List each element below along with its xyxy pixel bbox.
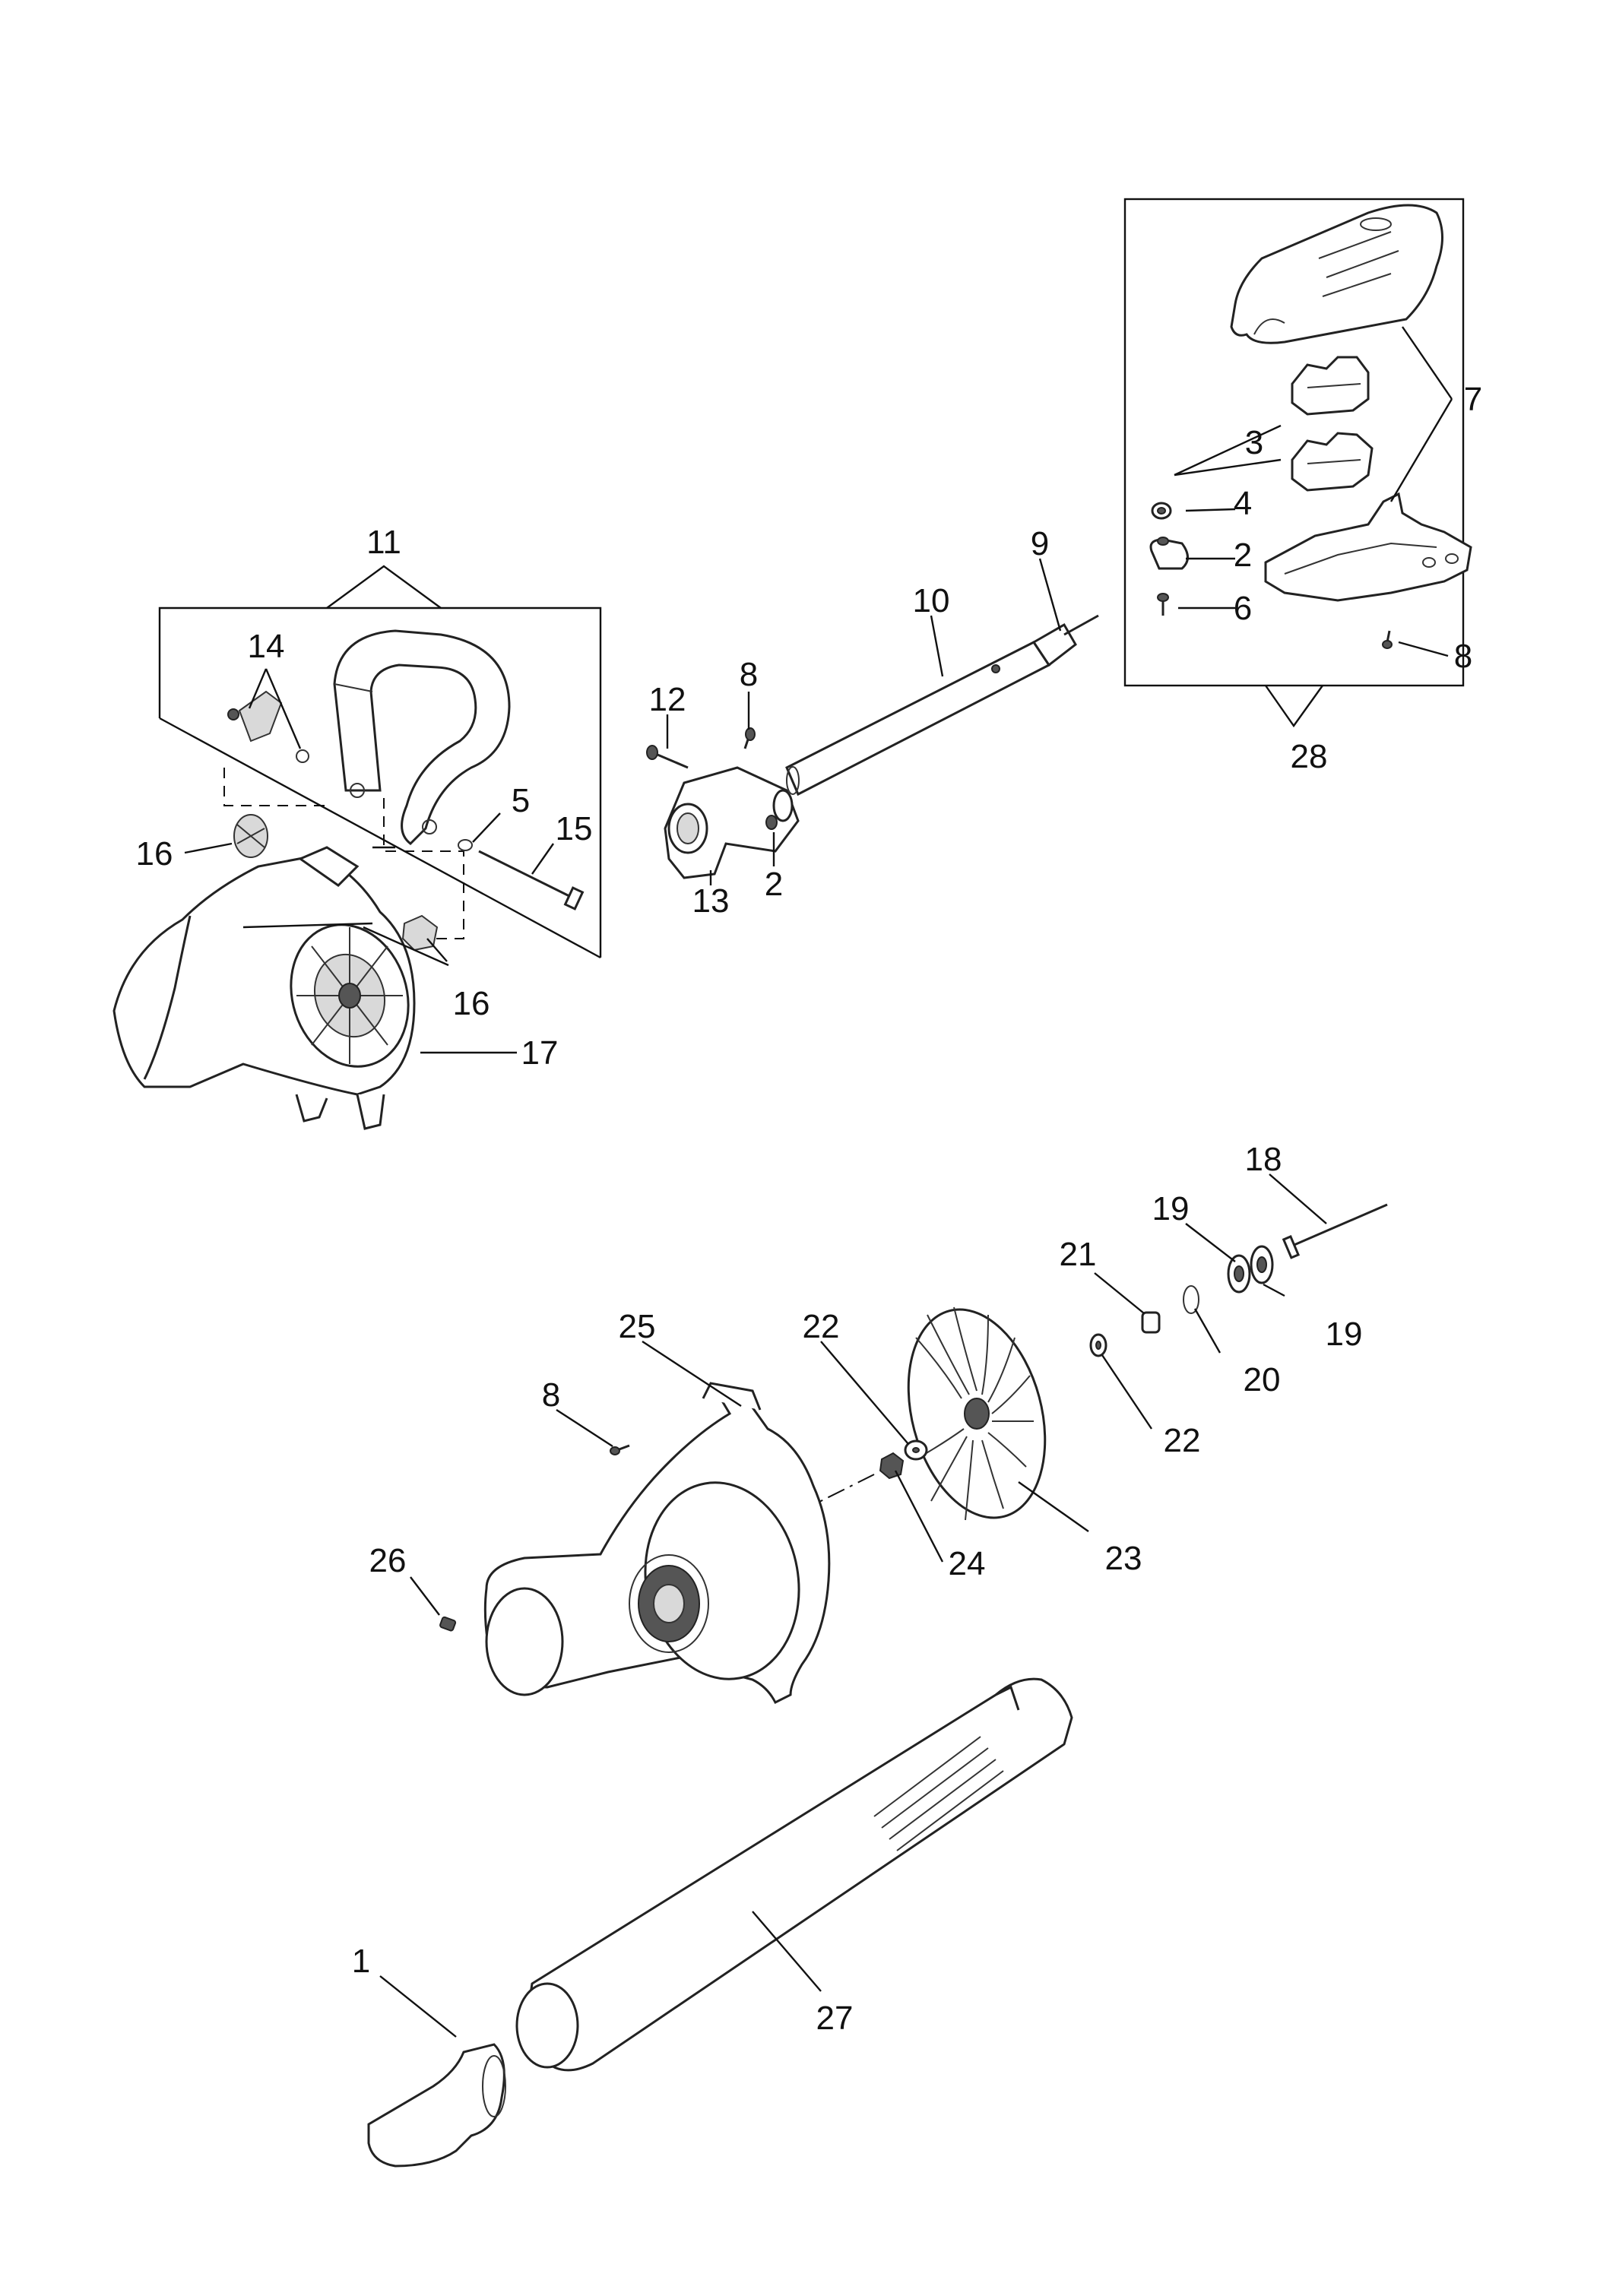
callout-16-left: 16 (136, 835, 173, 872)
callout-21: 21 (1060, 1236, 1097, 1273)
callout-18: 18 (1245, 1141, 1282, 1178)
callout-8-tube: 8 (740, 656, 758, 693)
tube-elbow (664, 766, 800, 879)
grip-screw-8 (1382, 630, 1393, 649)
callout-10: 10 (913, 582, 950, 619)
callout-17: 17 (521, 1034, 559, 1072)
throttle-tube (785, 614, 1099, 796)
callout-4: 4 (1234, 485, 1252, 522)
grip-nut-4 (1151, 502, 1172, 520)
bearing-19-left (1227, 1254, 1251, 1294)
callout-28: 28 (1291, 738, 1328, 775)
callout-2-tube: 2 (765, 866, 783, 903)
grip-clip-2 (1149, 537, 1189, 570)
washer-22-right (1089, 1333, 1107, 1357)
grip-assembly-pointer (1265, 685, 1323, 728)
grip-clamp-lower (1291, 432, 1374, 492)
callout-14: 14 (248, 628, 285, 665)
callout-3: 3 (1245, 424, 1263, 461)
snap-ring-20 (1183, 1285, 1199, 1314)
callout-8-grip: 8 (1454, 638, 1472, 675)
tube-screw-12 (646, 745, 689, 769)
grip-cover (1230, 204, 1443, 344)
loop-handle (333, 629, 511, 845)
callout-8-fan: 8 (542, 1376, 560, 1414)
grommet-left (233, 814, 268, 858)
callout-13: 13 (692, 882, 730, 920)
callout-7: 7 (1464, 381, 1482, 418)
callout-9: 9 (1031, 525, 1049, 562)
handle-group-frame (158, 565, 602, 959)
callout-25: 25 (619, 1308, 656, 1345)
bearing-19-right (1250, 1245, 1274, 1284)
callout-6: 6 (1234, 590, 1252, 627)
fan-housing (483, 1382, 831, 1705)
screw-8-fan-housing (610, 1444, 630, 1455)
callout-11: 11 (366, 524, 401, 561)
screw-26 (439, 1616, 457, 1632)
grip-screw-6 (1157, 593, 1169, 616)
callout-27: 27 (816, 2000, 854, 2037)
handle-dashed-guides (223, 768, 464, 939)
callout-16-right: 16 (453, 985, 490, 1022)
leader-lines (184, 326, 1453, 2038)
callout-labels: 11 14 16 5 15 16 17 12 8 13 2 10 9 7 3 4… (136, 381, 1483, 2037)
callout-24: 24 (949, 1545, 986, 1582)
callout-5: 5 (512, 782, 530, 819)
callout-19-left: 19 (1152, 1190, 1190, 1227)
callout-22-left: 22 (803, 1308, 840, 1345)
callout-15: 15 (556, 810, 593, 847)
impeller (907, 1306, 1047, 1521)
callout-19-right: 19 (1326, 1316, 1363, 1353)
callout-2-grip: 2 (1234, 537, 1252, 574)
nut-24 (879, 1452, 905, 1480)
grip-clamp-upper (1291, 356, 1370, 416)
callout-23: 23 (1105, 1540, 1142, 1577)
grip-base (1264, 492, 1472, 602)
grip-assembly-frame (1123, 198, 1465, 687)
callout-1: 1 (352, 1943, 370, 1980)
spacer-21 (1141, 1311, 1161, 1334)
callout-22-right: 22 (1164, 1422, 1201, 1459)
washer-22-left (904, 1439, 928, 1461)
callout-26: 26 (369, 1542, 407, 1579)
fan-shaft-18 (1282, 1203, 1388, 1259)
tube-screw-8 (743, 727, 756, 749)
callout-20: 20 (1244, 1361, 1281, 1398)
nozzle (367, 2043, 506, 2168)
blower-pipe (515, 1677, 1073, 2072)
tube-nut-2 (765, 815, 778, 830)
handle-bolt (458, 839, 585, 910)
callout-12: 12 (649, 681, 686, 718)
blower-housing-upper (112, 846, 416, 1130)
handle-clamp (227, 690, 309, 763)
